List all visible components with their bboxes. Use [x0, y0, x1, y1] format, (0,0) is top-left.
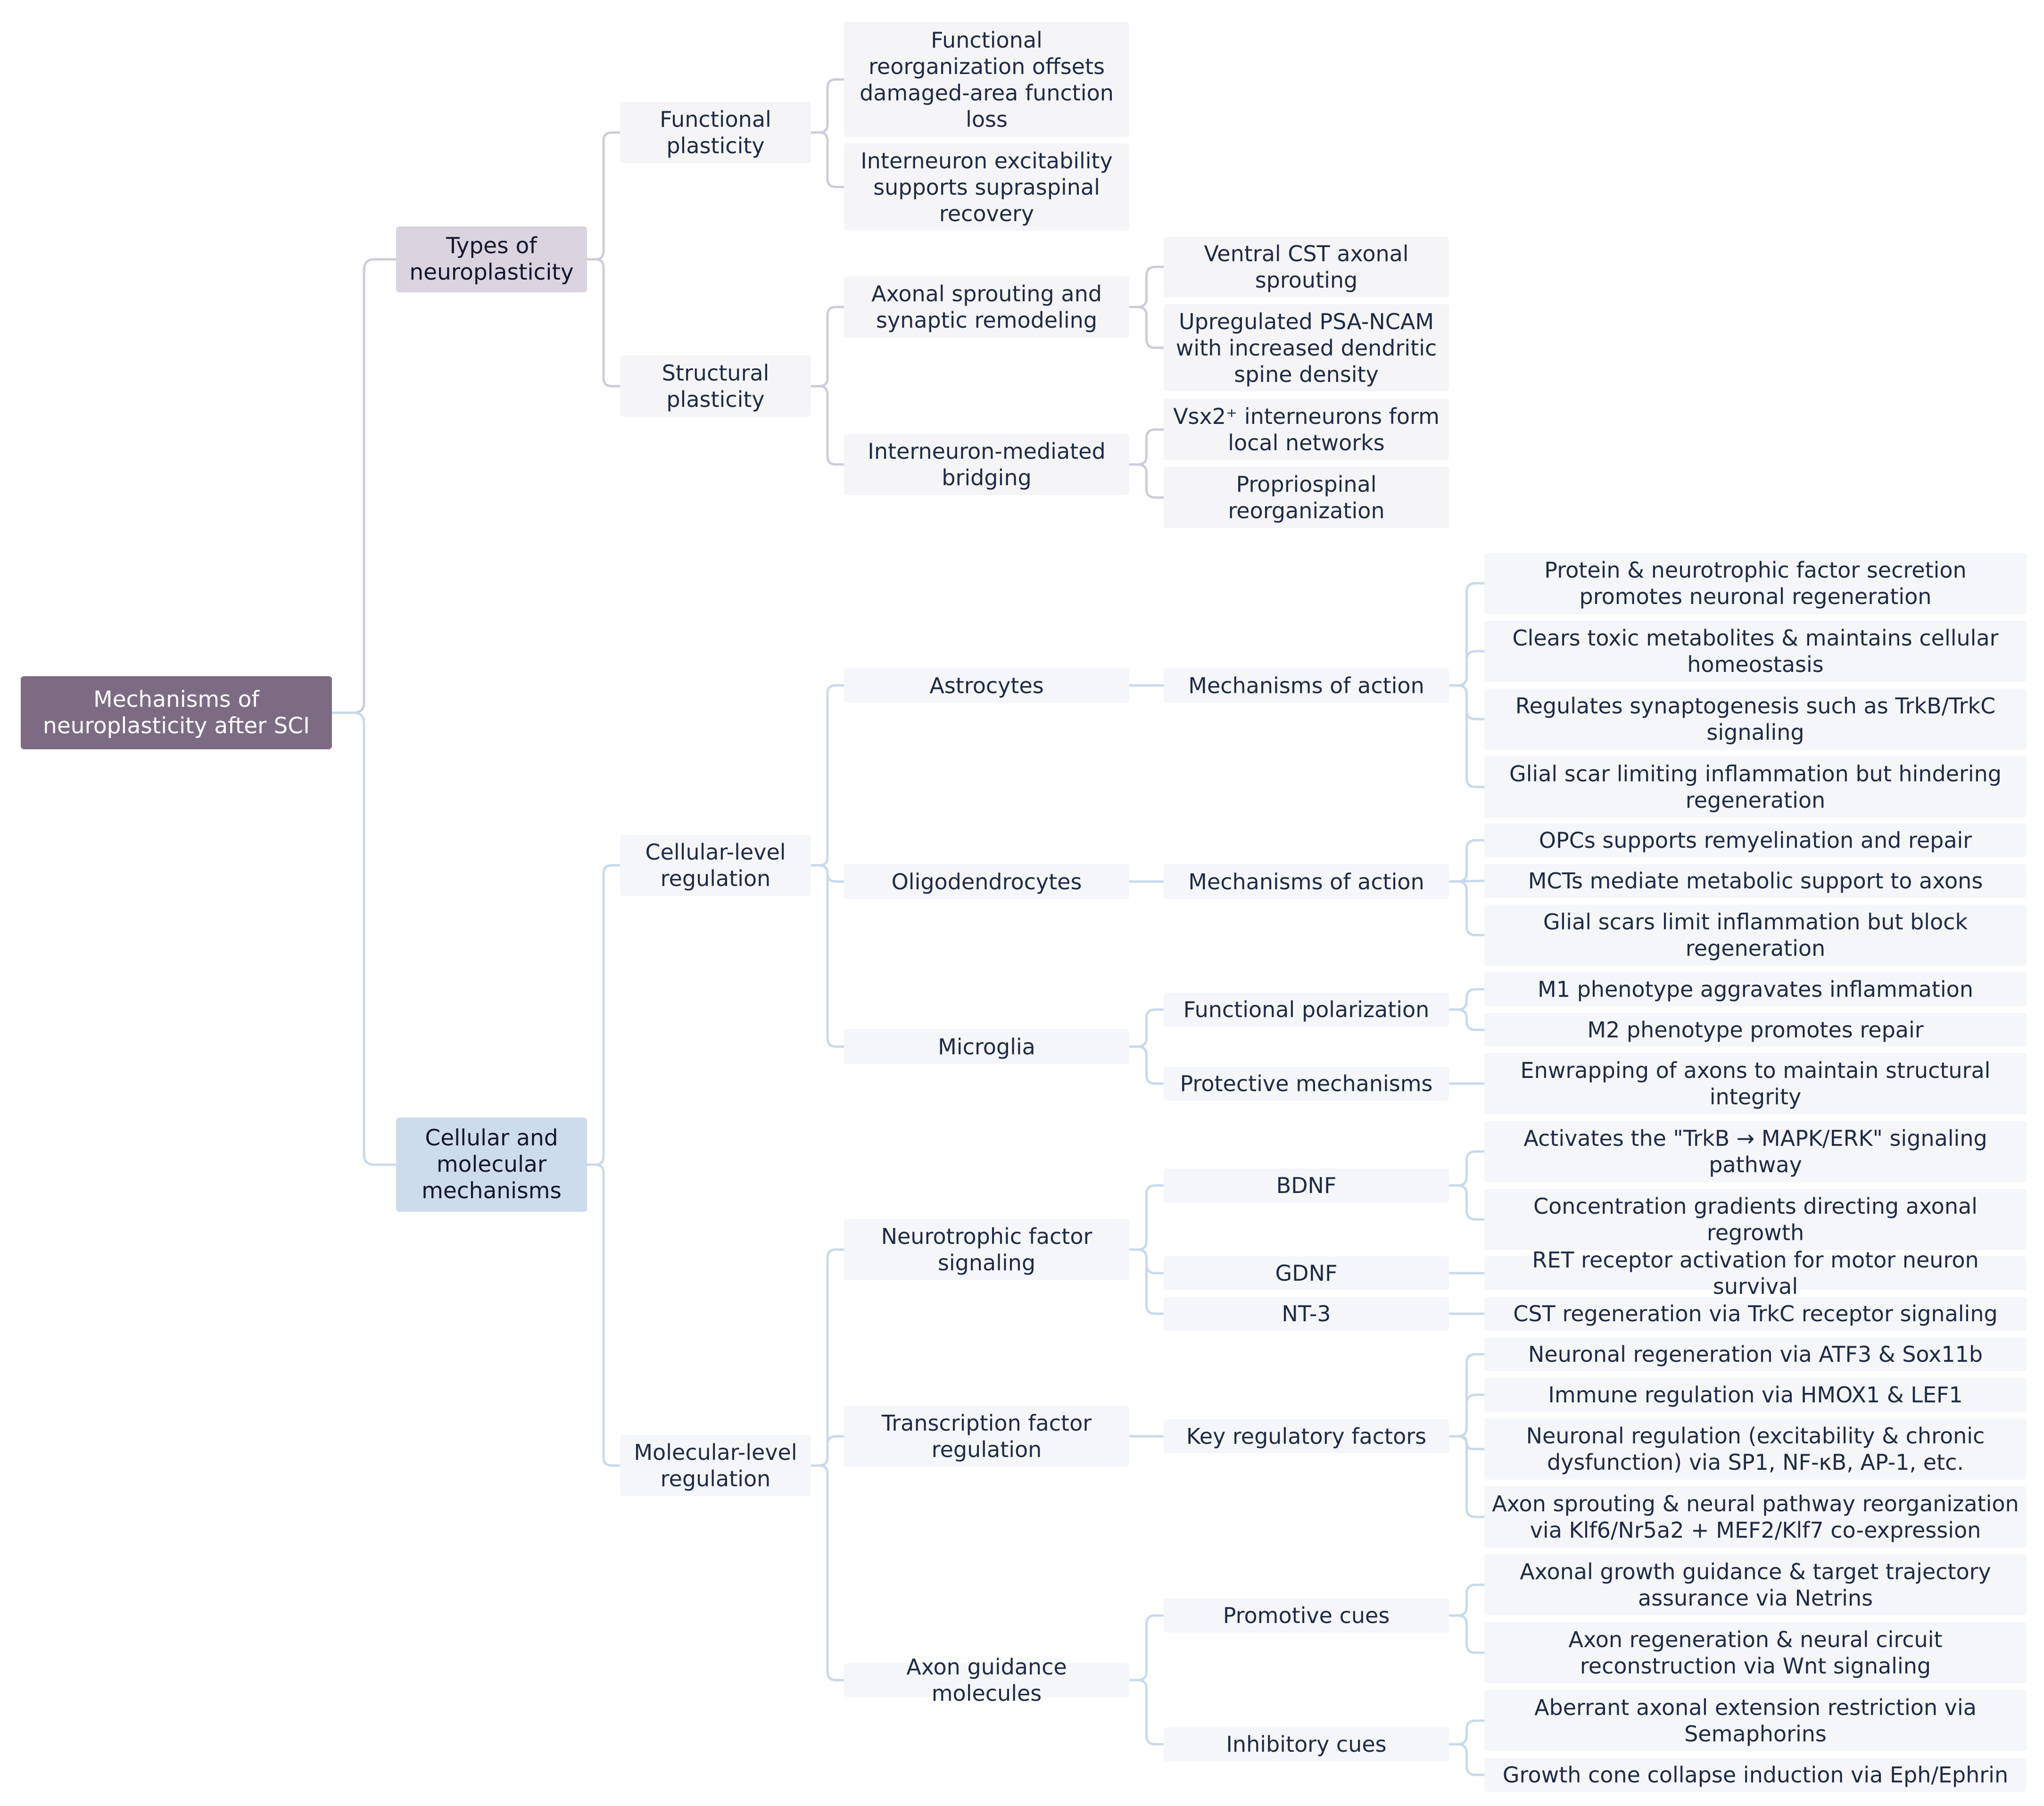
cellular-level-node[interactable]: Cellular-level regulation: [620, 835, 811, 896]
key-regulatory-node[interactable]: Key regulatory factors: [1164, 1419, 1449, 1453]
connector-line-12: [331, 712, 397, 1166]
interneuron-excitability-node[interactable]: Interneuron excitability supports supras…: [844, 143, 1129, 231]
semaphorins-node[interactable]: Aberrant axonal extension restriction vi…: [1484, 1690, 2027, 1751]
ventral-cst-node[interactable]: Ventral CST axonal sprouting: [1164, 237, 1449, 297]
transcription-node[interactable]: Transcription factor regulation: [844, 1406, 1129, 1467]
connector-line-5: [810, 131, 845, 188]
connector-line-38: [1448, 1150, 1486, 1187]
functional-polarization-node[interactable]: Functional polarization: [1164, 993, 1449, 1027]
oligodendrocytes-node[interactable]: Oligodendrocytes: [844, 864, 1129, 899]
gdnf-node[interactable]: GDNF: [1164, 1256, 1449, 1290]
connector-line-44: [1448, 1393, 1486, 1438]
wnt-node[interactable]: Axon regeneration & neural circuit recon…: [1484, 1622, 2027, 1683]
interneuron-bridging-node[interactable]: Interneuron-mediated bridging: [844, 434, 1129, 495]
connector-line-6: [810, 306, 845, 388]
cellular-molecular-node[interactable]: Cellular and molecular mechanisms: [396, 1118, 587, 1212]
netrins-node[interactable]: Axonal growth guidance & target trajecto…: [1484, 1554, 2027, 1615]
connector-line-32: [810, 1248, 845, 1467]
connector-line-30: [1448, 1008, 1486, 1031]
axonal-sprouting-node[interactable]: Axonal sprouting and synaptic remodeling: [844, 276, 1129, 338]
connector-line-51: [1448, 1719, 1486, 1746]
molecular-level-node[interactable]: Molecular-level regulation: [620, 1435, 811, 1496]
connector-line-29: [1448, 988, 1486, 1011]
connector-line-17: [810, 864, 845, 1048]
connector-line-46: [1448, 1435, 1486, 1518]
nt3-node[interactable]: NT-3: [1164, 1297, 1449, 1331]
connector-line-33: [810, 1435, 845, 1467]
m1-phenotype-node[interactable]: M1 phenotype aggravates inflammation: [1484, 972, 2027, 1006]
neurotrophic-node[interactable]: Neurotrophic factor signaling: [844, 1219, 1129, 1280]
connector-line-20: [1448, 650, 1486, 687]
hmox1-lef1-node[interactable]: Immune regulation via HMOX1 & LEF1: [1484, 1378, 2027, 1412]
atf3-sox11b-node[interactable]: Neuronal regeneration via ATF3 & Sox11b: [1484, 1337, 2027, 1371]
bdnf-node[interactable]: BDNF: [1164, 1168, 1449, 1202]
connector-line-47: [1128, 1614, 1165, 1682]
types-of-neuroplasticity-node[interactable]: Types of neuroplasticity: [396, 226, 587, 292]
bdnf-item-1[interactable]: Activates the "TrkB → MAPK/ERK" signalin…: [1484, 1121, 2027, 1182]
oligodendrocytes-item-1[interactable]: OPCs supports remyelination and repair: [1484, 823, 2027, 857]
connector-line-14: [586, 1163, 621, 1467]
connector-line-50: [1448, 1614, 1486, 1654]
connector-line-49: [1448, 1583, 1486, 1617]
connector-line-15: [810, 684, 845, 867]
nt3-item-1[interactable]: CST regeneration via TrkC receptor signa…: [1484, 1297, 2027, 1331]
structural-plasticity-node[interactable]: Structural plasticity: [620, 356, 811, 417]
promotive-cues-node[interactable]: Promotive cues: [1164, 1599, 1449, 1632]
connector-line-52: [1448, 1743, 1486, 1776]
astrocytes-item-2[interactable]: Clears toxic metabolites & maintains cel…: [1484, 621, 2027, 682]
sp1-nfkb-node[interactable]: Neuronal regulation (excitability & chro…: [1484, 1418, 2027, 1480]
oligodendrocytes-mechanisms-node[interactable]: Mechanisms of action: [1164, 864, 1449, 899]
connector-line-4: [810, 78, 845, 134]
astrocytes-mechanisms-node[interactable]: Mechanisms of action: [1164, 668, 1449, 703]
connector-line-22: [1448, 684, 1486, 788]
connector-line-1: [331, 258, 397, 714]
connector-line-48: [1128, 1679, 1165, 1746]
eph-ephrin-node[interactable]: Growth cone collapse induction via Eph/E…: [1484, 1758, 2027, 1792]
connector-line-2: [586, 131, 621, 261]
connector-line-34: [810, 1464, 845, 1682]
vsx2-interneurons-node[interactable]: Vsx2⁺ interneurons form local networks: [1164, 399, 1449, 460]
connector-line-37: [1128, 1248, 1165, 1315]
connector-line-39: [1448, 1184, 1486, 1221]
psa-ncam-node[interactable]: Upregulated PSA-NCAM with increased dend…: [1164, 304, 1449, 391]
astrocytes-item-3[interactable]: Regulates synaptogenesis such as TrkB/Tr…: [1484, 688, 2027, 750]
enwrapping-axons-node[interactable]: Enwrapping of axons to maintain structur…: [1484, 1053, 2027, 1114]
astrocytes-item-1[interactable]: Protein & neurotrophic factor secretion …: [1484, 553, 2027, 614]
functional-plasticity-node[interactable]: Functional plasticity: [620, 102, 811, 163]
connector-line-24: [1448, 839, 1486, 883]
connector-line-7: [810, 385, 845, 466]
connector-line-28: [1128, 1045, 1165, 1085]
functional-reorganization-node[interactable]: Functional reorganization offsets damage…: [844, 22, 1129, 137]
bdnf-item-2[interactable]: Concentration gradients directing axonal…: [1484, 1189, 2027, 1250]
connector-line-9: [1128, 306, 1165, 349]
astrocytes-node[interactable]: Astrocytes: [844, 668, 1129, 703]
protective-mechanisms-node[interactable]: Protective mechanisms: [1164, 1067, 1449, 1101]
klf6-nr5a2-node[interactable]: Axon sprouting & neural pathway reorgani…: [1484, 1486, 2027, 1548]
axon-guidance-node[interactable]: Axon guidance molecules: [844, 1654, 1129, 1706]
microglia-node[interactable]: Microglia: [844, 1029, 1129, 1064]
gdnf-item-1[interactable]: RET receptor activation for motor neuron…: [1484, 1247, 2027, 1299]
connector-line-11: [1128, 463, 1165, 499]
connector-line-27: [1128, 1008, 1165, 1048]
inhibitory-cues-node[interactable]: Inhibitory cues: [1164, 1727, 1449, 1761]
root-node[interactable]: Mechanisms of neuroplasticity after SCI: [21, 676, 332, 749]
m2-phenotype-node[interactable]: M2 phenotype promotes repair: [1484, 1013, 2027, 1047]
connector-line-13: [586, 864, 621, 1166]
connector-line-3: [586, 258, 621, 388]
connector-line-26: [1448, 880, 1486, 936]
connector-line-35: [1128, 1184, 1165, 1251]
connector-line-10: [1128, 428, 1165, 466]
propriospinal-node[interactable]: Propriospinal reorganization: [1164, 467, 1449, 528]
oligodendrocytes-item-3[interactable]: Glial scars limit inflammation but block…: [1484, 904, 2027, 966]
oligodendrocytes-item-2[interactable]: MCTs mediate metabolic support to axons: [1484, 864, 2027, 898]
connector-line-8: [1128, 265, 1165, 308]
astrocytes-item-4[interactable]: Glial scar limiting inflammation but hin…: [1484, 756, 2027, 818]
